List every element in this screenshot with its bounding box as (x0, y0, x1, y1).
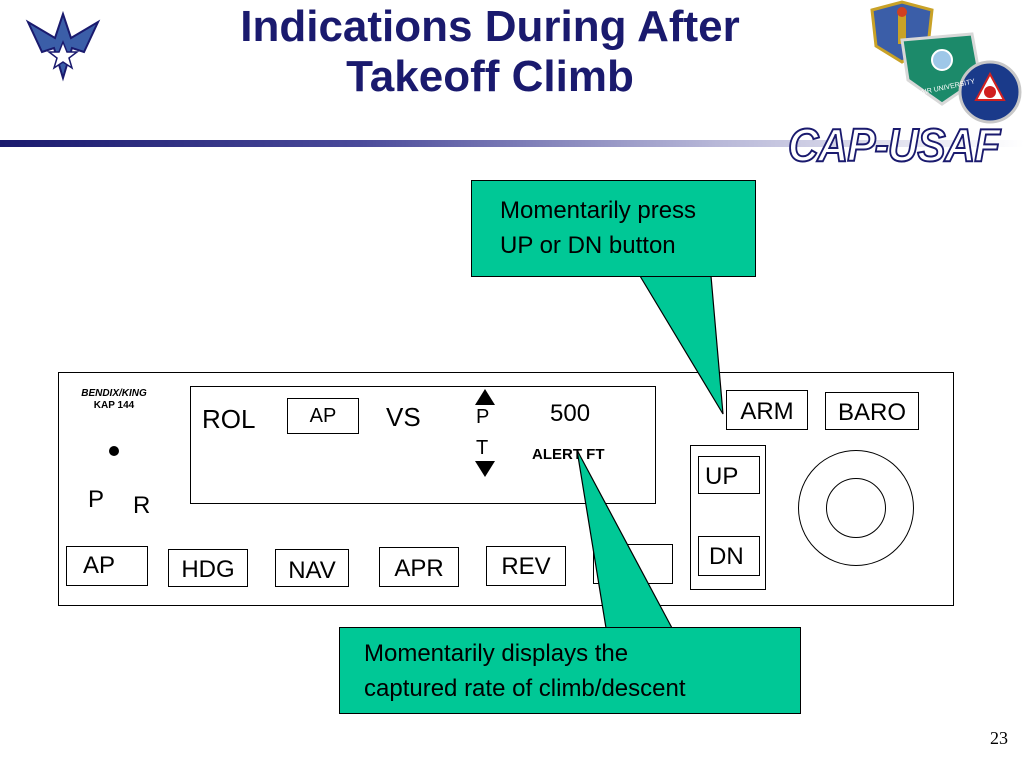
panel-p-label: P (88, 486, 105, 513)
top-callout-line2: UP or DN button (500, 232, 676, 259)
display-vs-value: 500 (550, 400, 591, 427)
display-vs-mode: VS (386, 402, 421, 432)
hdg-button-label: HDG (181, 556, 235, 583)
panel-r-label: R (133, 492, 151, 519)
annunciator-dot (109, 446, 119, 456)
baro-button[interactable]: BARO (825, 392, 919, 430)
display-alert-label: ALERT FT (532, 446, 605, 463)
air-force-logo (20, 8, 106, 88)
cap-usaf-wordmark: CAP-USAF (787, 118, 1001, 172)
top-callout-pointer (638, 270, 730, 425)
display-rol-mode: ROL (202, 404, 256, 434)
baro-set-knob[interactable] (798, 450, 914, 566)
rev-button[interactable]: REV (486, 546, 566, 586)
apr-button[interactable]: APR (379, 547, 459, 587)
arm-button-label: ARM (740, 398, 794, 425)
display-ap-indicator: AP (287, 398, 359, 434)
bottom-callout: Momentarily displays the captured rate o… (339, 627, 801, 714)
header-rule (0, 140, 1024, 147)
display-pt-p: P (476, 406, 490, 428)
rev-button-label: REV (501, 553, 551, 580)
apr-button-label: APR (394, 555, 444, 582)
baro-set-knob-inner (826, 478, 886, 538)
up-dn-bezel (690, 445, 766, 590)
hdg-button[interactable]: HDG (168, 549, 248, 587)
arm-button[interactable]: ARM (726, 390, 808, 430)
organization-seals: AIR UNIVERSITY (862, 0, 1022, 125)
top-callout-line1: Momentarily press (500, 197, 697, 224)
page-number: 23 (990, 728, 1008, 748)
nav-button-label: NAV (288, 557, 336, 584)
panel-maker: BENDIX/KING (81, 388, 147, 399)
autopilot-panel (58, 372, 954, 606)
up-button[interactable]: UP (698, 456, 760, 494)
bottom-callout-line1: Momentarily displays the (364, 640, 629, 667)
display-pt-t: T (476, 437, 489, 459)
bottom-callout-pointer (572, 440, 682, 637)
bottom-callout-line2: captured rate of climb/descent (364, 675, 686, 702)
panel-model: KAP 144 (93, 400, 135, 411)
ap-button[interactable]: AP (66, 546, 148, 586)
panel-maker-label: BENDIX/KING KAP 144 (64, 388, 164, 412)
slide-title: Indications During After Takeoff Climb (160, 2, 820, 102)
pitch-up-arrow-icon (474, 388, 496, 411)
dn-button[interactable]: DN (698, 536, 760, 576)
display-ap-label: AP (309, 405, 337, 427)
up-button-label: UP (705, 463, 739, 490)
pitch-down-arrow-icon (474, 460, 496, 483)
slide-title-line1: Indications During After (240, 2, 740, 51)
nav-button[interactable]: NAV (275, 549, 349, 587)
baro-button-label: BARO (837, 399, 906, 426)
ap-button-label: AP (83, 552, 116, 579)
dn-button-label: DN (709, 543, 744, 570)
slide-title-line2: Takeoff Climb (346, 52, 634, 101)
mode-display (190, 386, 656, 504)
top-callout: Momentarily press UP or DN button (471, 180, 756, 277)
